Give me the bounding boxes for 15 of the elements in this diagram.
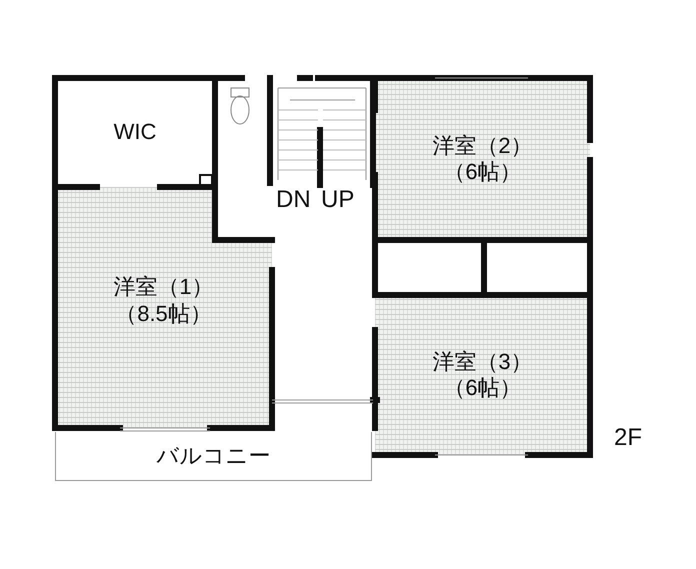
room-label: 洋室（2） [431, 132, 534, 159]
stair-direction-label: DN [276, 186, 311, 214]
room-label: （6帖） [442, 375, 523, 402]
room-label: 洋室（1） [112, 274, 215, 300]
floor-label: 2F [614, 424, 642, 452]
room-floor [55, 187, 272, 428]
room-label: バルコニー [156, 442, 272, 470]
stair-direction-label: UP [321, 186, 354, 214]
room-label: （8.5帖） [114, 300, 213, 327]
room-label: 洋室（3） [431, 348, 534, 375]
balcony-area [55, 432, 372, 481]
room-label: （6帖） [442, 159, 523, 186]
room-floor [375, 78, 590, 240]
room-floor [375, 295, 590, 455]
room-label: WIC [112, 119, 158, 146]
